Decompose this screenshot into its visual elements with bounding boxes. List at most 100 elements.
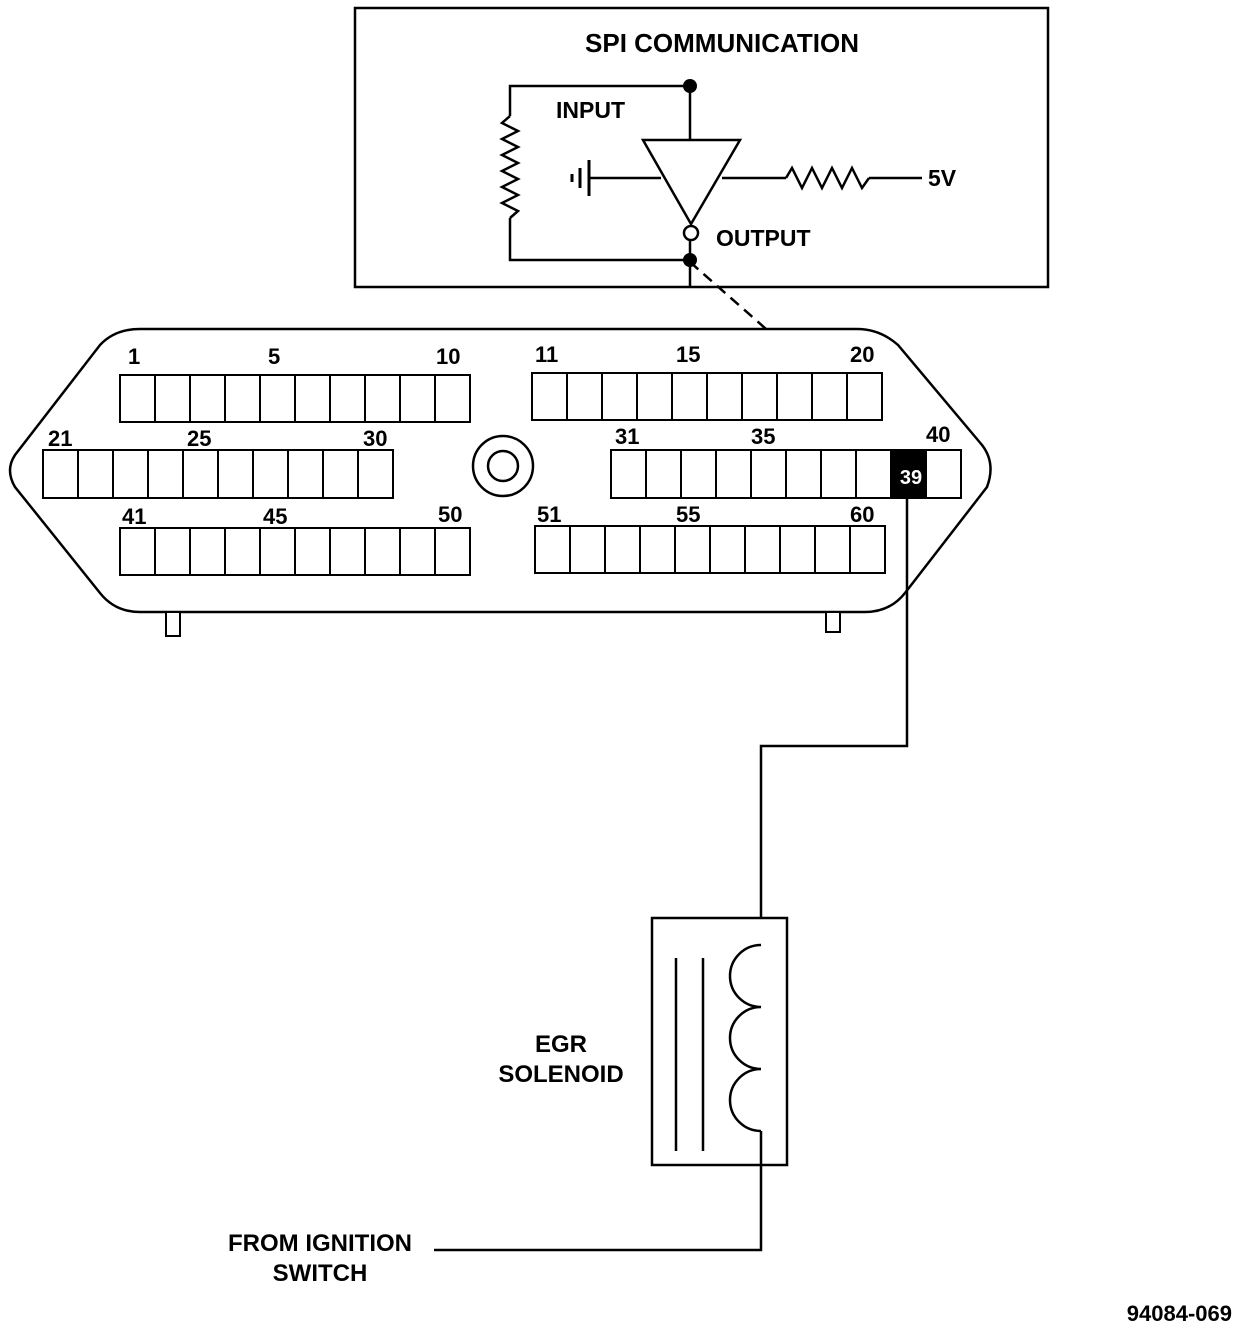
pin-58 [779, 525, 816, 574]
spi-box-frame [353, 6, 1050, 289]
pin-29 [322, 449, 359, 499]
pin-row-31-40 [610, 449, 962, 499]
input-bottom-wire [508, 218, 690, 262]
pin-23 [112, 449, 149, 499]
pin-21 [42, 449, 79, 499]
pin-49 [399, 527, 436, 576]
pin-31 [610, 449, 647, 499]
pin-label-45: 45 [263, 504, 287, 529]
pin-label-60: 60 [850, 502, 874, 527]
pin-44 [224, 527, 261, 576]
pin-26 [217, 449, 254, 499]
egr-solenoid: EGR SOLENOID [498, 916, 789, 1167]
pin-label-1: 1 [128, 344, 140, 369]
pullup-resistor-icon [784, 165, 871, 191]
pin-46 [294, 527, 331, 576]
pin-14 [636, 372, 673, 421]
pin-40 [925, 449, 962, 499]
pin-41 [119, 527, 156, 576]
pin-51 [534, 525, 571, 574]
pin-42 [154, 527, 191, 576]
pin-37 [820, 449, 857, 499]
pin-57 [744, 525, 781, 574]
pin-56 [709, 525, 746, 574]
inverter-output-bubble-icon [682, 224, 700, 242]
pin-label-41: 41 [122, 504, 146, 529]
pin-55 [674, 525, 711, 574]
solenoid-label-line1: EGR [535, 1031, 587, 1058]
pin-row-21-30 [42, 449, 394, 499]
pin-label-10: 10 [436, 344, 460, 369]
pin-label-40: 40 [926, 422, 950, 447]
solenoid-label-line2: SOLENOID [498, 1061, 623, 1088]
pin-27 [252, 449, 289, 499]
ignition-label-line1: FROM IGNITION [228, 1230, 412, 1257]
pin-1 [119, 374, 156, 423]
pin-32 [645, 449, 682, 499]
pin-label-15: 15 [676, 342, 700, 367]
input-top-wire [508, 84, 690, 116]
pin-38 [855, 449, 892, 499]
input-label: INPUT [556, 97, 625, 123]
pin-22 [77, 449, 114, 499]
pin-47 [329, 527, 366, 576]
pin-16 [706, 372, 743, 421]
connector-right-tab [825, 611, 841, 633]
pin-17 [741, 372, 778, 421]
pin-15 [671, 372, 708, 421]
pin-label-5: 5 [268, 344, 280, 369]
pin-2 [154, 374, 191, 423]
pin-label-31: 31 [615, 424, 639, 449]
output-to-pin-dashed-line [689, 261, 901, 448]
connector-left-tab [165, 611, 181, 637]
input-resistor-icon [499, 115, 521, 219]
pin-18 [776, 372, 813, 421]
pin-35 [750, 449, 787, 499]
output-label: OUTPUT [716, 225, 811, 251]
voltage-label: 5V [928, 165, 957, 191]
pin-34 [715, 449, 752, 499]
60-pin-connector: 39 1 5 10 11 15 20 21 25 30 31 35 40 41 … [8, 327, 992, 637]
pin-54 [639, 525, 676, 574]
pin-5 [259, 374, 296, 423]
pin-50 [434, 527, 471, 576]
pin-12 [566, 372, 603, 421]
pin-7 [329, 374, 366, 423]
pin-label-51: 51 [537, 502, 561, 527]
pin-label-50: 50 [438, 502, 462, 527]
pin-6 [294, 374, 331, 423]
pin-59 [814, 525, 851, 574]
pin-48 [364, 527, 401, 576]
spi-title: SPI COMMUNICATION [585, 28, 859, 58]
pin-label-35: 35 [751, 424, 775, 449]
spi-communication-box: SPI COMMUNICATION INPUT OUTPUT 5V [353, 6, 1050, 289]
pin-13 [601, 372, 638, 421]
pin-52 [569, 525, 606, 574]
pin-3 [189, 374, 226, 423]
pin-45 [259, 527, 296, 576]
pin-36 [785, 449, 822, 499]
pin-label-25: 25 [187, 426, 211, 451]
pin-label-55: 55 [676, 502, 700, 527]
pin-33 [680, 449, 717, 499]
pin-8 [364, 374, 401, 423]
pin39-to-solenoid-wire [759, 496, 909, 945]
solenoid-to-ignition-wire [434, 1131, 763, 1252]
pin-label-11: 11 [535, 342, 558, 367]
pin-11 [531, 372, 568, 421]
pin-row-11-20 [531, 372, 883, 421]
pin-39 [890, 449, 927, 499]
pin-4 [224, 374, 261, 423]
pin-39-label: 39 [900, 467, 922, 489]
pin-24 [147, 449, 184, 499]
pin-row-51-60 [534, 525, 886, 574]
ignition-label-line2: SWITCH [273, 1260, 368, 1287]
pin-10 [434, 374, 471, 423]
pin-28 [287, 449, 324, 499]
inverter-triangle-icon [640, 138, 743, 227]
pin-30 [357, 449, 394, 499]
pin-60 [849, 525, 886, 574]
pin-label-21: 21 [48, 426, 72, 451]
pin-25 [182, 449, 219, 499]
